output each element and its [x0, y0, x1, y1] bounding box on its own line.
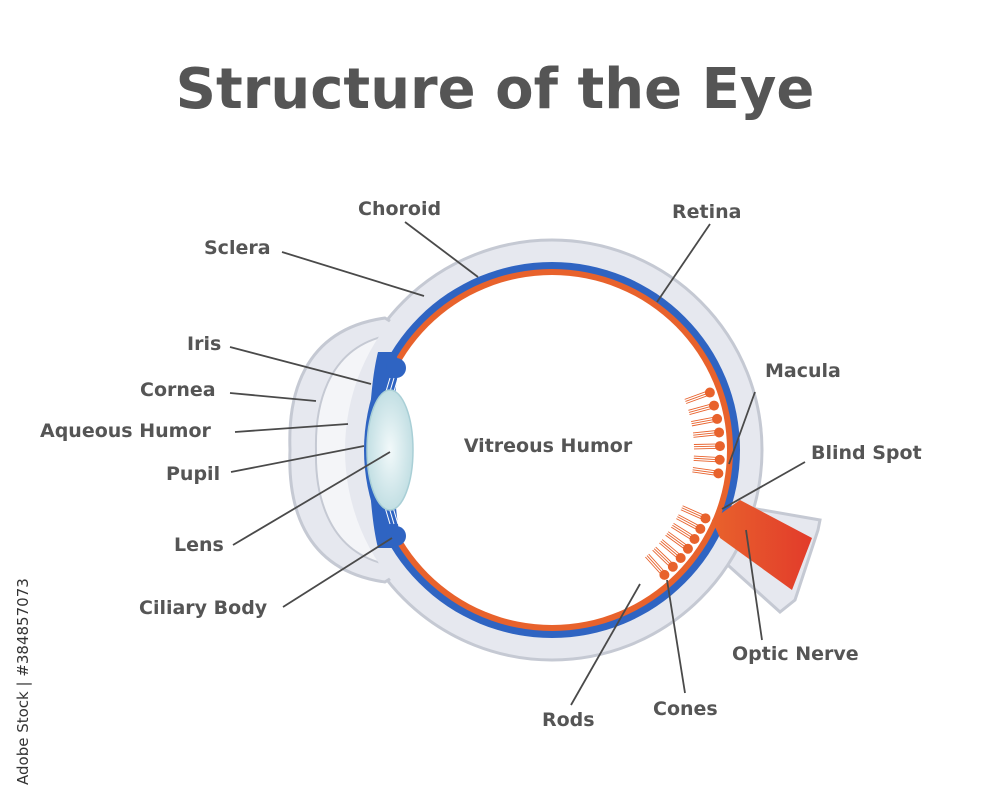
label-iris: Iris: [187, 333, 221, 355]
cone-cell: [714, 441, 725, 452]
cone-cell: [709, 400, 720, 411]
ciliary-body: [386, 526, 406, 546]
macula-leader: [728, 391, 756, 465]
cone-cell: [714, 454, 725, 465]
label-optic-nerve: Optic Nerve: [732, 643, 859, 665]
cone-cell: [704, 387, 715, 398]
vitreous-humor: [377, 275, 727, 625]
cone-cell: [667, 561, 678, 572]
blind-spot-leader: [721, 461, 806, 510]
lens-leader: [232, 451, 391, 546]
label-pupil: Pupil: [166, 463, 220, 485]
label-rods: Rods: [542, 709, 595, 731]
label-retina: Retina: [672, 201, 741, 223]
label-choroid: Choroid: [358, 198, 441, 220]
cone-cell: [713, 468, 724, 479]
iris-leader: [229, 346, 372, 385]
optic-nerve-leader: [745, 529, 763, 641]
cones-leader: [666, 579, 686, 694]
label-ciliary-body: Ciliary Body: [139, 597, 268, 619]
label-blind-spot: Blind Spot: [811, 442, 922, 464]
optic-nerve: [712, 500, 812, 590]
label-vitreous-humor: Vitreous Humor: [464, 435, 633, 457]
cone-cell: [659, 569, 670, 580]
cone-cell: [695, 523, 706, 534]
label-cones: Cones: [653, 698, 718, 720]
cone-cell: [689, 534, 700, 545]
lens: [366, 389, 414, 511]
label-cornea: Cornea: [140, 379, 216, 401]
watermark-stock-id: Adobe Stock | #384857073: [14, 578, 32, 785]
label-aqueous-humor: Aqueous Humor: [40, 420, 212, 442]
sclera-leader: [281, 251, 425, 297]
cone-cell: [712, 413, 723, 424]
cone-cell: [682, 543, 693, 554]
label-lens: Lens: [174, 534, 224, 556]
page-title: Structure of the Eye: [176, 57, 815, 122]
choroid-leader: [404, 221, 479, 278]
pupil-leader: [230, 445, 365, 473]
label-sclera: Sclera: [204, 237, 271, 259]
ciliary-body-leader: [282, 537, 393, 608]
cone-cell: [700, 513, 711, 524]
cornea-leader: [229, 392, 317, 402]
label-macula: Macula: [765, 360, 841, 382]
aqueous-humor-leader: [234, 423, 349, 433]
retina-leader: [656, 223, 711, 303]
photoreceptors: [645, 387, 725, 580]
cone-cell: [714, 427, 725, 438]
rods-leader: [570, 583, 641, 706]
ciliary-body-upper: [386, 358, 406, 378]
leader-lines: [229, 221, 806, 706]
cone-cell: [675, 552, 686, 563]
